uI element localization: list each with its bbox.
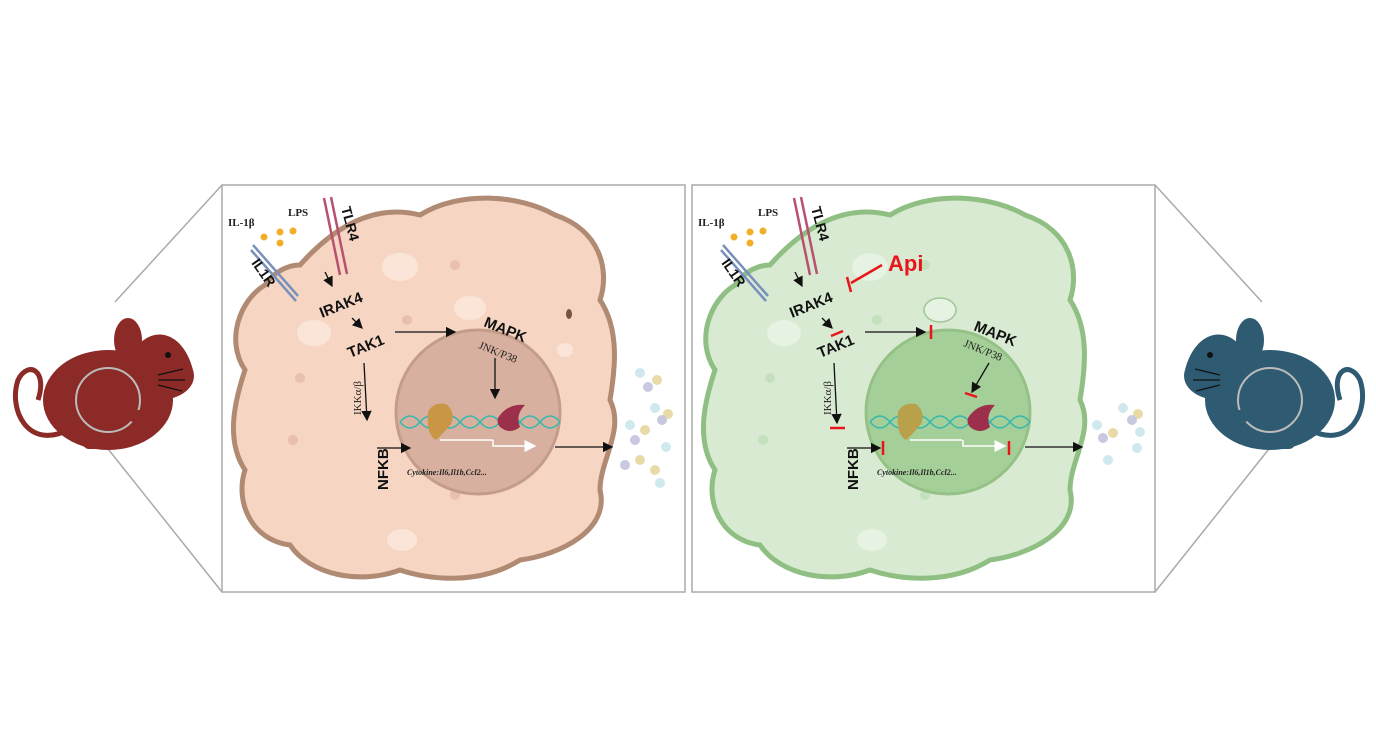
- label-il1b: IL-1β: [228, 217, 255, 229]
- panel-api-treated: IL-1β LPS TLR4 IL1R IRAK4 TAK1 MAPK JNK/…: [691, 184, 1156, 593]
- label-il1b: IL-1β: [698, 217, 725, 229]
- nucleus: [394, 328, 562, 496]
- dna: [399, 415, 561, 429]
- label-lps: LPS: [288, 207, 308, 219]
- ap1-factor: [497, 404, 525, 431]
- receptor-il1r: [720, 244, 769, 302]
- ligand-dots: [730, 227, 767, 247]
- secreted-cytokines: [1092, 403, 1145, 465]
- mouse-disease-icon: [15, 318, 194, 450]
- label-nfkb: NFKB: [375, 448, 392, 490]
- transcription-factor: [897, 403, 923, 440]
- label-ikk: IKKα/β: [822, 381, 834, 415]
- label-lps: LPS: [758, 207, 778, 219]
- label-cytokine: Cytokine:Il6,Il1b,Ccl2...: [877, 468, 957, 477]
- ap1-factor: [967, 404, 995, 431]
- nucleus: [864, 328, 1032, 496]
- dna: [869, 415, 1031, 429]
- ligand-dots: [260, 227, 297, 247]
- panel-untreated: IL-1β LPS TLR4 IL1R IRAK4 TAK1 MAPK JNK/…: [221, 184, 686, 593]
- receptor-tlr4: [792, 196, 819, 276]
- label-ikk: IKKα/β: [352, 381, 364, 415]
- label-api-inhibitor: Api: [888, 251, 923, 276]
- label-nfkb: NFKB: [845, 448, 862, 490]
- label-cytokine: Cytokine:Il6,Il1b,Ccl2...: [407, 468, 487, 477]
- inhibition-marks: [830, 263, 1011, 455]
- receptor-tlr4: [322, 196, 349, 276]
- receptor-il1r: [250, 244, 299, 302]
- transcription-factor: [427, 403, 453, 440]
- mouse-treated-icon: [1184, 318, 1363, 450]
- secreted-cytokines: [620, 368, 673, 488]
